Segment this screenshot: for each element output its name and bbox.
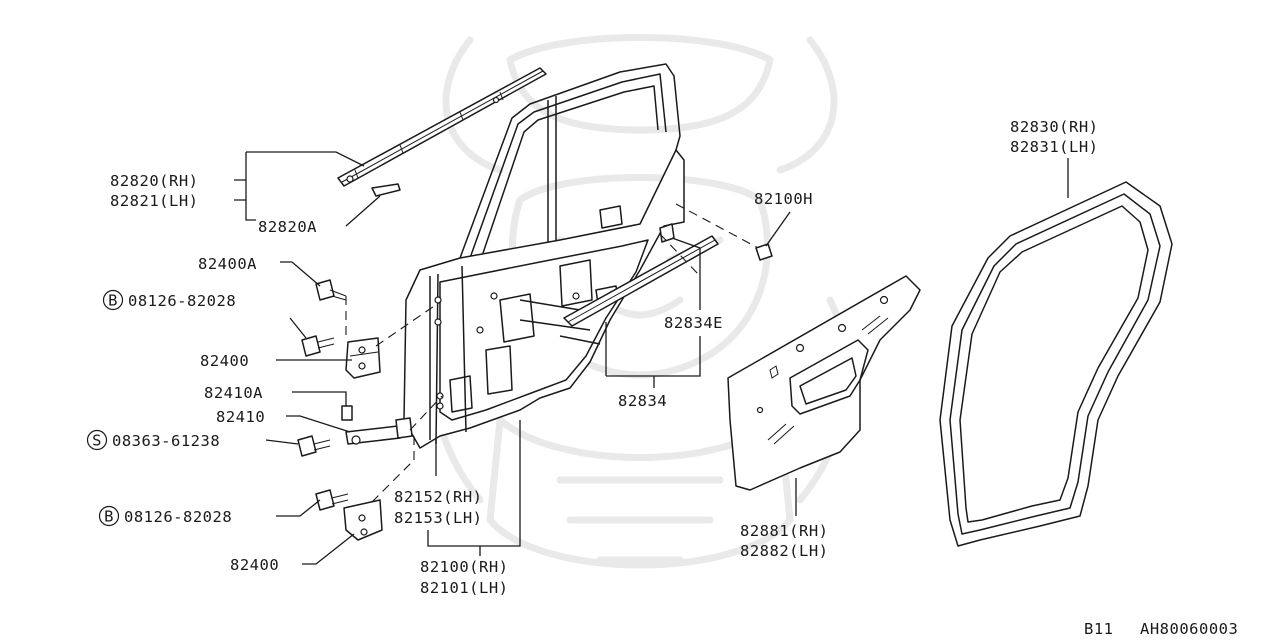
bolt-prefix-circle-lower bbox=[98, 505, 120, 527]
diagram-code: AH80060003 bbox=[1140, 620, 1238, 638]
label-82820A: 82820A bbox=[258, 218, 317, 236]
bolt-82400A bbox=[315, 279, 347, 301]
label-82410A: 82410A bbox=[204, 384, 263, 402]
screw-08363 bbox=[297, 435, 331, 457]
footer: B11 AH80060003 bbox=[1084, 620, 1238, 638]
section-code: B11 bbox=[1084, 620, 1114, 638]
label-82400A: 82400A bbox=[198, 255, 257, 273]
check-link-82410 bbox=[341, 405, 413, 445]
label-bolt-08126-upper: 08126-82028 bbox=[128, 292, 236, 310]
door-shell-82100 bbox=[403, 63, 719, 449]
label-82831: 82831(LH) bbox=[1010, 138, 1099, 156]
hinge-lower-82400 bbox=[343, 499, 383, 541]
label-bolt-08126-lower: 08126-82028 bbox=[124, 508, 232, 526]
label-82400-lower: 82400 bbox=[230, 556, 279, 574]
sealing-screen-82881 bbox=[727, 275, 921, 491]
bolt-prefix-circle-upper bbox=[102, 289, 124, 311]
label-82834: 82834 bbox=[618, 392, 667, 410]
weatherstrip-82830 bbox=[939, 181, 1173, 547]
label-82882: 82882(LH) bbox=[740, 542, 829, 560]
label-82400-upper: 82400 bbox=[200, 352, 249, 370]
bolt-prefix-lower: B bbox=[104, 508, 114, 526]
clip-82100H bbox=[755, 243, 773, 261]
leader-lines bbox=[234, 151, 1069, 565]
bolt-08126-lower bbox=[315, 489, 349, 511]
label-82820: 82820(RH) bbox=[110, 172, 199, 190]
assembly-lines bbox=[345, 203, 763, 503]
label-82834E: 82834E bbox=[664, 314, 723, 332]
label-82100H: 82100H bbox=[754, 190, 813, 208]
label-82153: 82153(LH) bbox=[394, 509, 483, 527]
bolt-prefix-upper: B bbox=[108, 292, 118, 310]
label-82830: 82830(RH) bbox=[1010, 118, 1099, 136]
window-run-channel-82820 bbox=[337, 67, 547, 197]
bolt-08126-upper bbox=[301, 335, 335, 357]
circled-prefixes: B S B bbox=[86, 289, 124, 527]
label-82100: 82100(RH) bbox=[420, 558, 509, 576]
screw-prefix: S bbox=[92, 432, 102, 450]
part-labels: 82820(RH) 82821(LH) 82820A 82400A 08126-… bbox=[110, 118, 1099, 597]
label-screw-08363: 08363-61238 bbox=[112, 432, 220, 450]
screw-prefix-circle bbox=[86, 429, 108, 451]
label-82881: 82881(RH) bbox=[740, 522, 829, 540]
hinge-upper-82400 bbox=[345, 337, 381, 379]
label-82101: 82101(LH) bbox=[420, 579, 509, 597]
label-82410: 82410 bbox=[216, 408, 265, 426]
label-82821: 82821(LH) bbox=[110, 192, 199, 210]
label-82152: 82152(RH) bbox=[394, 488, 483, 506]
